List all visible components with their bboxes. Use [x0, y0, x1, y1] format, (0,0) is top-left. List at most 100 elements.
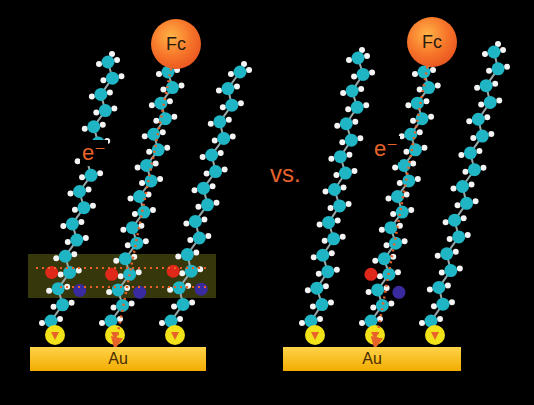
- hydrogen-atom: [410, 118, 416, 124]
- hydrogen-atom: [187, 237, 193, 243]
- hydrogen-atom: [402, 238, 408, 244]
- hydrogen-atom: [466, 118, 472, 124]
- carbon-atom: [464, 146, 477, 159]
- sulfur-atom: [425, 325, 445, 345]
- hydrogen-atom: [246, 67, 252, 73]
- carbon-atom: [436, 298, 449, 311]
- hydrogen-atom: [329, 250, 335, 256]
- hydrogen-atom: [335, 217, 341, 223]
- hydrogen-atom: [157, 176, 163, 182]
- hydrogen-atom: [465, 232, 471, 238]
- carbon-atom: [327, 232, 340, 245]
- carbon-atom: [321, 265, 334, 278]
- hydrogen-atom: [322, 238, 328, 244]
- hydrogen-atom: [99, 320, 105, 326]
- hydrogen-atom: [230, 133, 236, 139]
- hydrogen-atom: [395, 269, 401, 275]
- hydrogen-atom: [421, 145, 427, 151]
- carbon-atom: [351, 101, 364, 114]
- hydrogen-atom: [65, 239, 71, 245]
- hydrogen-atom: [146, 149, 152, 155]
- hydrogen-atom: [455, 202, 461, 208]
- hydrogen-atom: [323, 189, 329, 195]
- hydrogen-atom: [90, 203, 96, 209]
- carbon-atom: [85, 169, 98, 182]
- hydrogen-atom: [316, 271, 322, 277]
- hydrogen-atom: [53, 255, 59, 261]
- hydrogen-atom: [136, 269, 142, 275]
- carbon-atom: [189, 215, 202, 228]
- sulfur-atom: [105, 325, 125, 345]
- hydrogen-atom: [482, 51, 488, 57]
- oxygen-atom: [45, 266, 58, 279]
- carbon-atom: [322, 216, 335, 229]
- ferrocene-label: Fc: [422, 32, 442, 53]
- carbon-atom: [130, 237, 143, 250]
- hydrogen-atom: [193, 250, 199, 256]
- carbon-atom: [87, 120, 100, 133]
- carbon-atom: [70, 234, 83, 247]
- alkyl-chain: [359, 61, 441, 345]
- ferrocene-label: Fc: [166, 34, 186, 55]
- hydrogen-atom: [212, 137, 218, 143]
- electron-arrow-tip: [431, 332, 439, 340]
- hydrogen-atom: [352, 119, 358, 125]
- hydrogen-atom: [51, 304, 57, 310]
- hydrogen-atom: [412, 71, 418, 77]
- carbon-atom: [217, 132, 230, 145]
- carbon-atom: [432, 281, 445, 294]
- sulfur-atom: [45, 325, 65, 345]
- oxygen-atom: [105, 268, 118, 281]
- hydrogen-atom: [430, 67, 436, 73]
- carbon-atom: [234, 66, 247, 79]
- hydrogen-atom: [369, 69, 375, 75]
- hydrogen-atom: [142, 133, 148, 139]
- hydrogen-atom: [128, 196, 134, 202]
- sulfur-atom: [305, 325, 325, 345]
- nitrogen-atom: [195, 283, 208, 296]
- carbon-atom: [106, 72, 119, 85]
- hydrogen-atom: [179, 270, 185, 276]
- hydrogen-atom: [461, 215, 467, 221]
- hydrogen-atom: [351, 73, 357, 79]
- hydrogen-atom: [113, 258, 119, 264]
- hydrogen-atom: [78, 219, 84, 225]
- carbon-atom: [452, 230, 465, 243]
- electrode-label: Au: [108, 350, 128, 368]
- carbon-atom: [456, 180, 469, 193]
- alkyl-chain: [299, 47, 375, 345]
- carbon-atom: [404, 128, 417, 141]
- hydrogen-atom: [177, 316, 183, 322]
- hydrogen-atom: [183, 220, 189, 226]
- carbon-atom: [59, 250, 72, 263]
- hydrogen-atom: [334, 123, 340, 129]
- carbon-atom: [193, 232, 206, 245]
- hydrogen-atom: [447, 236, 453, 242]
- hydrogen-atom: [57, 316, 63, 322]
- carbon-atom: [137, 206, 150, 219]
- carbon-atom: [492, 62, 505, 75]
- hydrogen-atom: [58, 271, 64, 277]
- hydrogen-atom: [453, 249, 459, 255]
- carbon-atom: [56, 298, 69, 311]
- electron-path: [115, 69, 171, 347]
- hydrogen-atom: [118, 273, 124, 279]
- carbon-atom: [333, 199, 346, 212]
- hydrogen-atom: [135, 164, 141, 170]
- hydrogen-atom: [189, 299, 195, 305]
- hydrogen-atom: [379, 227, 385, 233]
- electron-path: [375, 67, 427, 347]
- carbon-atom: [225, 99, 238, 112]
- hydrogen-atom: [388, 300, 394, 306]
- electron-arrow-tip: [311, 332, 319, 340]
- alkyl-chain: [159, 61, 252, 345]
- hydrogen-atom: [333, 172, 339, 178]
- hydrogen-atom: [427, 286, 433, 292]
- hydrogen-atom: [346, 152, 352, 158]
- hydrogen-atom: [171, 303, 177, 309]
- carbon-atom: [209, 165, 222, 178]
- hydrogen-atom: [469, 182, 475, 188]
- hydrogen-atom: [82, 126, 88, 132]
- hydrogen-atom: [69, 300, 75, 306]
